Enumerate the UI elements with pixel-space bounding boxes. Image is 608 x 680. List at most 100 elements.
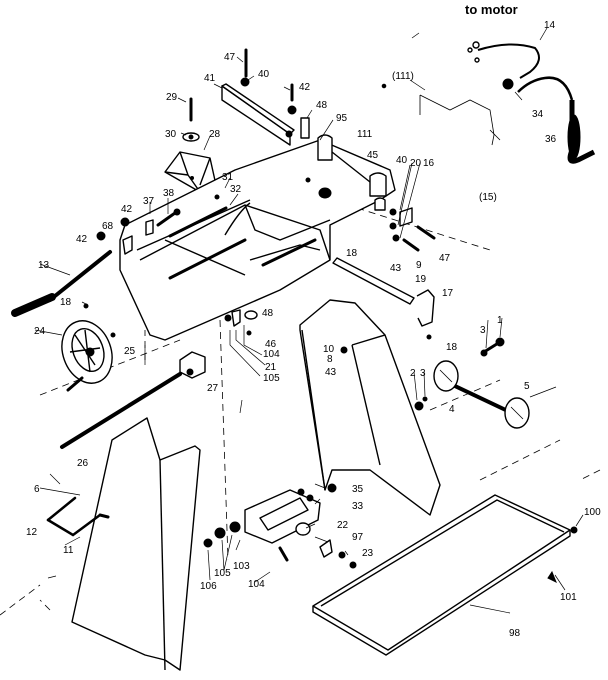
- bracket-111: [419, 94, 501, 146]
- table-ears: [317, 134, 387, 211]
- label-18a: 18: [346, 248, 358, 259]
- label-104b: 104: [248, 579, 265, 590]
- bracket-37: [145, 219, 154, 236]
- label-95: 95: [336, 113, 348, 124]
- label-42b: 42: [121, 204, 133, 215]
- power-cord: [467, 41, 596, 164]
- rod-13: [11, 250, 112, 317]
- label-28: 28: [209, 129, 221, 140]
- label-13: 13: [38, 260, 50, 271]
- jointer-table: [119, 139, 396, 341]
- label-27: 27: [207, 383, 219, 394]
- arm-17: [416, 289, 435, 327]
- label-16: 16: [423, 158, 435, 169]
- label-43b: 43: [325, 367, 337, 378]
- label-48b: 48: [262, 308, 274, 319]
- label-11: 11: [63, 545, 74, 556]
- label-23: 23: [362, 548, 374, 559]
- label-21: 21: [265, 362, 277, 373]
- label-45: 45: [367, 150, 379, 161]
- screw-47-right: [416, 225, 436, 240]
- washer-103: [229, 521, 241, 533]
- label-33: 33: [352, 501, 364, 512]
- leader-lines: [34, 27, 584, 614]
- label-98: 98: [509, 628, 521, 639]
- bracket-68: [122, 235, 133, 255]
- label-9: 9: [416, 260, 422, 271]
- nut-23a: [338, 551, 346, 559]
- label-97: 97: [352, 532, 364, 543]
- label-2: 2: [410, 368, 416, 379]
- bolt-38: [156, 211, 177, 227]
- screw-104: [278, 546, 289, 562]
- label-6: 6: [34, 484, 40, 495]
- label-47b: 47: [439, 253, 451, 264]
- label-46: 46: [265, 339, 277, 350]
- label-5: 5: [524, 381, 530, 392]
- label-34: 34: [532, 109, 544, 120]
- label-36: 36: [545, 134, 557, 145]
- label-106: 106: [200, 581, 217, 592]
- label-42: 42: [299, 82, 311, 93]
- knob-35: [327, 483, 337, 493]
- axle-5: [433, 360, 530, 429]
- label-42c: 42: [76, 234, 88, 245]
- hardware-46-104-21: [224, 309, 266, 377]
- label-68: 68: [102, 221, 114, 232]
- stand-leg-rear: [299, 299, 441, 516]
- stand-leg-front: [71, 417, 201, 671]
- label-103: 103: [233, 561, 250, 572]
- label-104a: 104: [263, 349, 280, 360]
- label-111: 111: [357, 129, 373, 140]
- label-26: 26: [77, 458, 89, 469]
- rod-32: [168, 206, 228, 238]
- label-8: 8: [327, 354, 333, 365]
- label-18c: 18: [446, 342, 458, 353]
- cap-97: [319, 539, 333, 558]
- label-40b: 40: [396, 155, 408, 166]
- block-27: [179, 351, 206, 379]
- label-105b: 105: [214, 568, 231, 579]
- label-35: 35: [352, 484, 364, 495]
- handle-11-12: [39, 473, 110, 537]
- label-22: 22: [337, 520, 349, 531]
- label-30: 30: [165, 129, 177, 140]
- bolt-42-mid: [120, 217, 130, 227]
- label-10: 10: [323, 344, 335, 355]
- label-to-motor: to motor: [465, 2, 518, 17]
- screw-100: [570, 526, 578, 534]
- part-labels: to motor 47 40 41 42 29 48 95 (111) 111 …: [26, 2, 601, 639]
- label-15: (15): [479, 192, 497, 203]
- label-38: 38: [163, 188, 175, 199]
- label-14: 14: [544, 20, 556, 31]
- label-24: 24: [34, 326, 46, 337]
- bracket-28: [164, 151, 217, 193]
- label-47: 47: [224, 52, 236, 63]
- switch-box: [244, 488, 321, 544]
- bolt-42-top: [287, 83, 297, 115]
- bolt-105: [214, 527, 226, 539]
- label-37: 37: [143, 196, 155, 207]
- label-31: 31: [222, 172, 234, 183]
- label-3a: 3: [480, 325, 486, 336]
- fence-plate: [221, 83, 295, 146]
- label-105a: 105: [263, 373, 280, 384]
- screw-9: [402, 238, 420, 252]
- label-1: 1: [497, 315, 503, 326]
- label-40: 40: [258, 69, 270, 80]
- shelf-98: [312, 494, 571, 656]
- arrow-101: [547, 570, 557, 584]
- label-32: 32: [230, 184, 242, 195]
- label-100: 100: [584, 507, 601, 518]
- rod-26: [60, 372, 182, 449]
- label-48: 48: [316, 100, 328, 111]
- label-20: 20: [410, 158, 422, 169]
- bolt-106: [203, 538, 213, 548]
- label-41: 41: [204, 73, 216, 84]
- label-29: 29: [166, 92, 178, 103]
- label-4: 4: [449, 404, 455, 415]
- bolt-42-left: [96, 231, 106, 241]
- bolt-47: [240, 48, 250, 87]
- label-111-paren: (111): [392, 71, 414, 82]
